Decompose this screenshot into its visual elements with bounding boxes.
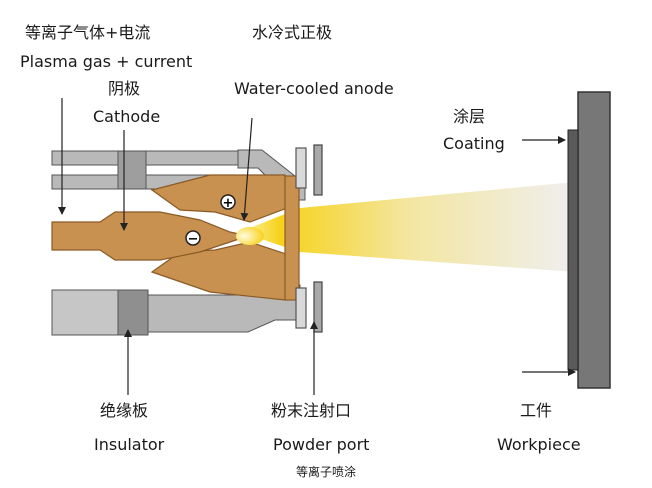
workpiece-label-zh: 工件 bbox=[520, 401, 553, 420]
powder-port-label-en: Powder port bbox=[273, 435, 370, 454]
cathode-label-zh: 阴极 bbox=[108, 79, 141, 98]
leader-arrows bbox=[58, 98, 576, 395]
svg-text:+: + bbox=[223, 196, 234, 211]
insulator-label-en: Insulator bbox=[94, 435, 165, 454]
anode-label-en: Water-cooled anode bbox=[234, 79, 394, 98]
cathode-label-en: Cathode bbox=[93, 107, 161, 126]
plasma-gas-label-en: Plasma gas + current bbox=[20, 52, 193, 71]
powder-port-label-zh: 粉末注射口 bbox=[271, 401, 352, 420]
workpiece-plate bbox=[577, 91, 611, 389]
workpiece-label-en: Workpiece bbox=[497, 435, 581, 454]
plus-marker: + bbox=[220, 194, 236, 211]
coating-layer bbox=[567, 129, 579, 371]
plasma-plume bbox=[240, 182, 575, 272]
anode-label-zh: 水冷式正极 bbox=[252, 23, 333, 42]
figure-caption: 等离子喷涂 bbox=[295, 465, 356, 479]
svg-text:−: − bbox=[188, 232, 199, 247]
coating-label-zh: 涂层 bbox=[453, 107, 486, 126]
arc-core bbox=[236, 227, 264, 245]
coating-label-en: Coating bbox=[443, 134, 505, 153]
plasma-gas-label-zh: 等离子气体+电流 bbox=[25, 23, 151, 42]
insulator-label-zh: 绝缘板 bbox=[100, 401, 149, 420]
minus-marker: − bbox=[185, 230, 201, 247]
